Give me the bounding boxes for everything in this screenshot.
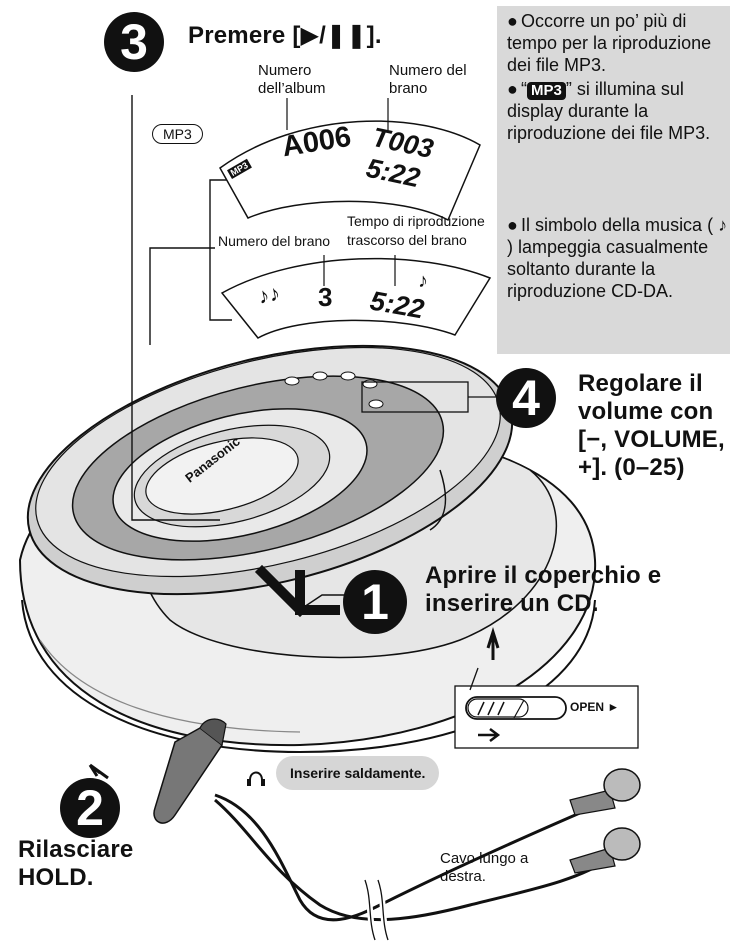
display-music-note-icon: ♪	[418, 270, 428, 292]
mp3-pill-label: MP3	[152, 124, 203, 144]
open-label: OPEN ►	[570, 700, 620, 714]
note-2: ●“MP3” si illumina sul display durante l…	[507, 79, 711, 143]
mp3-indicator-icon: MP3	[527, 82, 566, 100]
display-cd-track: 3	[318, 282, 333, 312]
step-3-instruction: Premere [▶/❚❚].	[188, 22, 382, 49]
step-3-number: 3	[104, 12, 164, 72]
notes-panel	[497, 6, 730, 354]
step-2-number: 2	[60, 778, 120, 838]
track-number-label-bottom: Numero del brano	[218, 233, 331, 249]
insert-firmly-callout: Inserire saldamente.	[276, 756, 440, 790]
step-4-number: 4	[496, 368, 556, 428]
step-1-number: 1	[343, 570, 407, 634]
note-1: ●Occorre un po’ più di tempo per la ripr…	[507, 11, 712, 75]
note-3: ●Il simbolo della musica ( ♪ ) lampeggia…	[507, 215, 728, 301]
